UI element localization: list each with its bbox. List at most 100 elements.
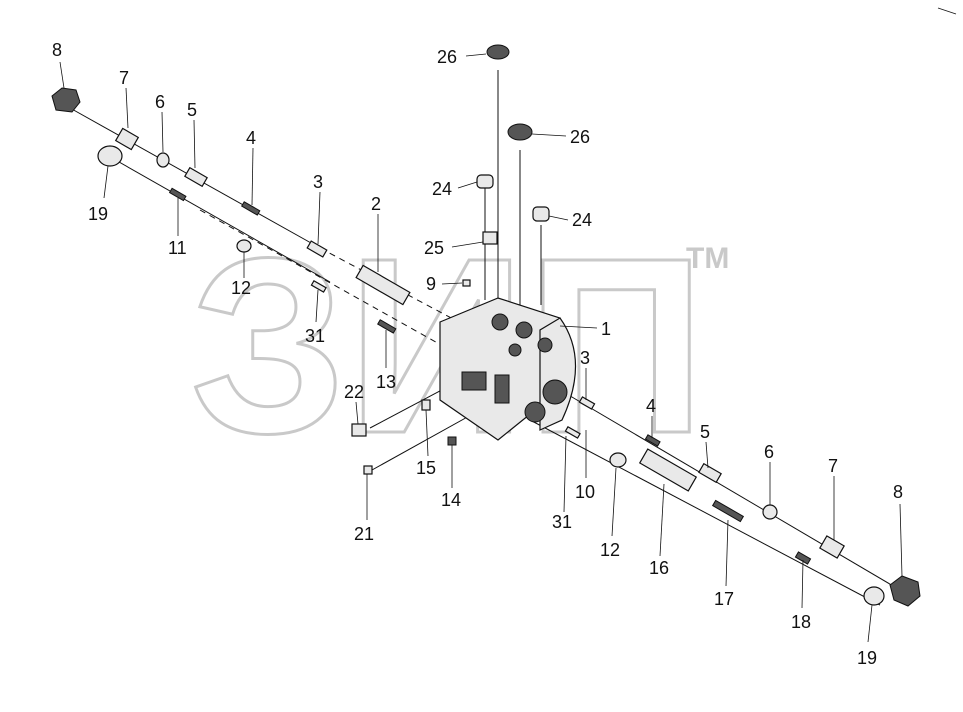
leader-26a [465,53,487,57]
label-9: 9 [426,274,436,294]
plug-5-lower [698,462,722,484]
pin-15 [421,399,431,411]
label-26-lower: 26 [570,127,590,147]
cap-19-upper [97,145,123,167]
label-16: 16 [649,558,669,578]
leader-5b [705,441,709,469]
leader-25 [451,241,484,248]
spring-17 [711,499,745,523]
label-24-left: 24 [432,179,452,199]
spool-16 [638,448,698,492]
leader-3a [317,191,321,245]
plug-5-upper [184,166,208,188]
label-3-lower: 3 [580,348,590,368]
plug-26-lower [507,123,533,141]
label-8-upper: 8 [52,40,62,60]
washer-6-upper [156,152,170,168]
label-22: 22 [344,382,364,402]
spring-7-upper [114,127,140,151]
pin-31-upper [310,279,327,293]
label-18: 18 [791,612,811,632]
watermark-trademark: TM [686,242,729,275]
lower-axis-line [111,157,331,283]
cap-19-lower [863,586,885,606]
plug-24-left [476,174,494,189]
washer-6-lower [762,504,778,520]
label-15: 15 [416,458,436,478]
label-12-lower: 12 [600,540,620,560]
spring-4-upper [241,201,261,216]
bolt-22 [351,423,367,437]
label-7-lower: 7 [828,456,838,476]
seal-12-lower [609,452,627,468]
connector-block [461,371,487,391]
pin-14 [447,436,457,446]
leader-22 [355,401,359,425]
label-8-lower: 8 [893,482,903,502]
label-24-right: 24 [572,210,592,230]
ball-9 [462,279,471,287]
leader-19a [103,165,109,199]
label-10: 10 [575,482,595,502]
port-3 [537,337,553,353]
label-7-upper: 7 [119,68,129,88]
leader-17 [725,519,729,587]
port-6 [524,401,546,423]
label-4-lower: 4 [646,396,656,416]
label-17: 17 [714,589,734,609]
leader-5a [193,119,196,169]
leader-24b [548,215,569,221]
leader-1 [559,325,598,329]
label-12-upper: 12 [231,278,251,298]
label-31-lower: 31 [552,512,572,532]
bolt-axis-21 [371,409,481,471]
port-4 [508,343,522,357]
leader-19b [867,604,873,643]
label-6-upper: 6 [155,92,165,112]
assembly-lines [69,70,901,606]
label-1: 1 [601,319,611,339]
plug-8-upper [51,87,81,113]
seal-12-upper [236,239,252,253]
leader-6a [161,111,164,153]
leader-7a [125,87,129,129]
label-19-upper: 19 [88,204,108,224]
leader-15 [425,409,429,457]
label-5-upper: 5 [187,100,197,120]
pin-3-upper [306,240,328,258]
label-21: 21 [354,524,374,544]
label-25: 25 [424,238,444,258]
side-slot [494,374,510,404]
leader-lines [59,53,903,643]
valve-body [439,297,577,441]
spring-13 [377,319,397,334]
label-26-upper: 26 [437,47,457,67]
plug-26-upper [486,44,510,60]
leader-26b [531,133,567,137]
label-14: 14 [441,490,461,510]
label-6-lower: 6 [764,442,774,462]
port-1 [491,313,509,331]
leader-9 [441,282,463,285]
label-5-lower: 5 [700,422,710,442]
spring-4-lower [644,434,661,447]
label-11: 11 [168,238,187,258]
label-4-upper: 4 [246,128,256,148]
pin-21 [363,465,373,475]
leader-24a [457,181,478,189]
spool-2 [355,264,411,306]
spring-18 [794,551,812,565]
leader-4a [251,147,254,206]
corner-mark-line [937,7,957,15]
port-5 [542,379,568,405]
pin-31-lower [564,425,581,439]
label-31-upper: 31 [305,326,325,346]
port-2 [515,321,533,339]
part-labels: 8 7 6 5 4 3 2 19 11 12 31 13 9 26 26 24 … [52,40,903,668]
label-2: 2 [371,194,381,214]
leader-18 [801,559,804,609]
plug-24-right [532,206,550,222]
spring-7-lower [819,535,845,559]
